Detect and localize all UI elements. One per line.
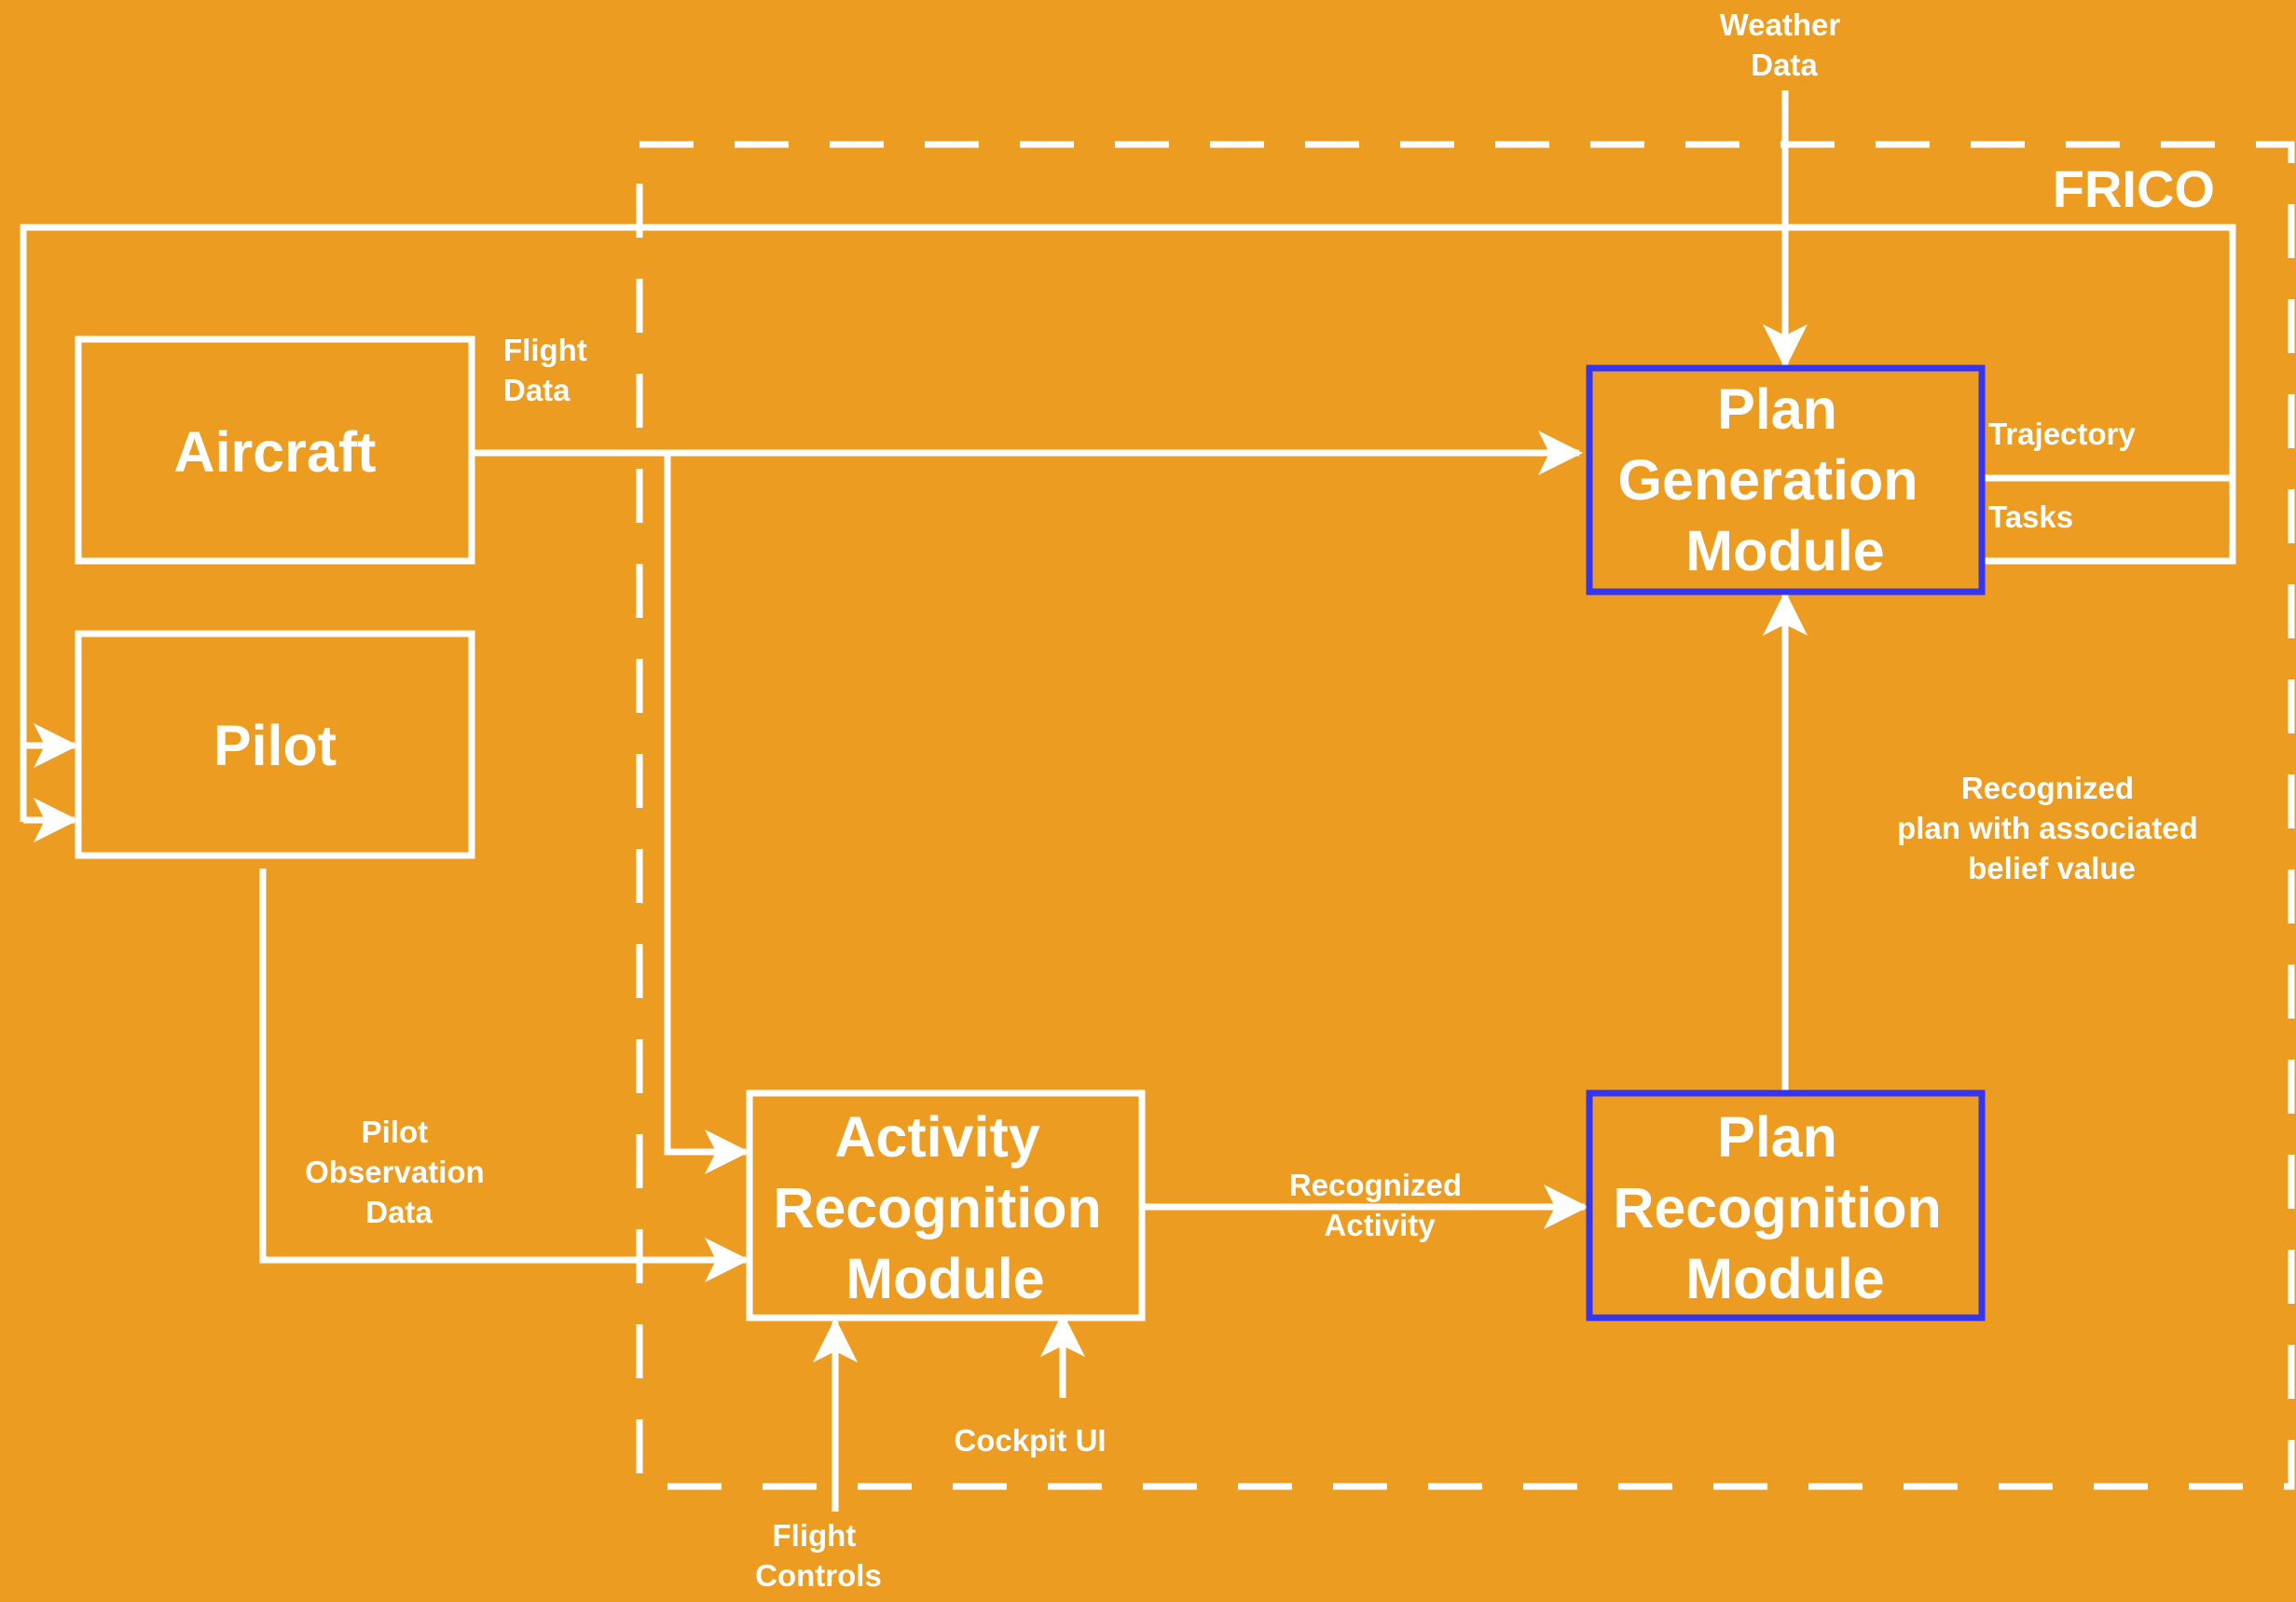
plan-recognition-line-3: Module [1685,1247,1884,1310]
activity-recognition-line-1: Activity [834,1105,1039,1169]
plan-generation-line-3: Module [1685,519,1884,582]
pilot-label: Pilot [213,714,337,777]
plan-generation-line-2: Generation [1618,448,1918,512]
flight-data-branch-line [664,453,749,1174]
plan-generation-line-1: Plan [1717,377,1837,441]
plan-recognition-node: Plan Recognition Module [1586,1089,1986,1321]
flight-data-label: Flight Data [503,333,596,407]
tasks-output-line [1984,478,2236,565]
tasks-label: Tasks [1988,500,2073,534]
svg-text:Activity Recognition: Activity Recognition Module [773,1105,1117,1310]
aircraft-node: Aircraft [75,335,475,565]
recognized-activity-label-line-2: Activity [1324,1208,1436,1242]
pilot-observation-label-line-3: Data [365,1195,433,1229]
pilot-node: Pilot [75,630,475,859]
activity-recognition-line-3: Module [846,1247,1044,1310]
pilot-observation-label: Pilot Observation Data [305,1115,493,1229]
recognized-activity-label: Recognized Activity [1289,1168,1470,1242]
frico-label: FRICO [2053,159,2215,218]
recognized-plan-label-line-2: plan with associated [1897,811,2198,845]
flight-controls-label: Flight Controls [755,1518,882,1593]
trajectory-label: Trajectory [1988,417,2136,451]
pilot-observation-label-line-2: Observation [305,1155,485,1189]
plan-generation-node: Plan Generation Module [1586,364,1986,596]
weather-data-label-line-1: Weather [1720,7,1841,42]
plan-recognition-line-1: Plan [1717,1105,1837,1169]
pilot-observation-label-line-1: Pilot [362,1115,429,1149]
flight-data-label-line-2: Data [503,373,571,407]
activity-recognition-node: Activity Recognition Module [746,1089,1146,1321]
cockpit-ui-label: Cockpit UI [954,1423,1106,1458]
recognized-plan-label-line-3: belief value [1968,851,2136,885]
recognized-plan-label: Recognized plan with associated belief v… [1897,771,2207,885]
recognized-plan-label-line-1: Recognized [1961,771,2134,805]
flight-controls-label-line-1: Flight [773,1518,857,1553]
svg-text:Plan Generation Mo: Plan Generation Module [1618,377,1934,582]
feedback-loop-line [20,224,2236,822]
recognized-activity-label-line-1: Recognized [1289,1168,1462,1202]
aircraft-label: Aircraft [174,420,377,484]
plan-recognition-line-2: Recognition [1613,1176,1941,1239]
activity-recognition-line-2: Recognition [773,1176,1101,1239]
flight-controls-label-line-2: Controls [755,1558,882,1593]
frico-boundary [636,141,2295,1490]
pilot-observation-arrow [259,869,749,1282]
weather-data-label-line-2: Data [1751,48,1818,82]
flight-data-label-line-1: Flight [503,333,587,367]
svg-text:Plan Recognition M: Plan Recognition Module [1613,1105,1957,1310]
weather-data-label: Weather Data [1720,7,1849,82]
